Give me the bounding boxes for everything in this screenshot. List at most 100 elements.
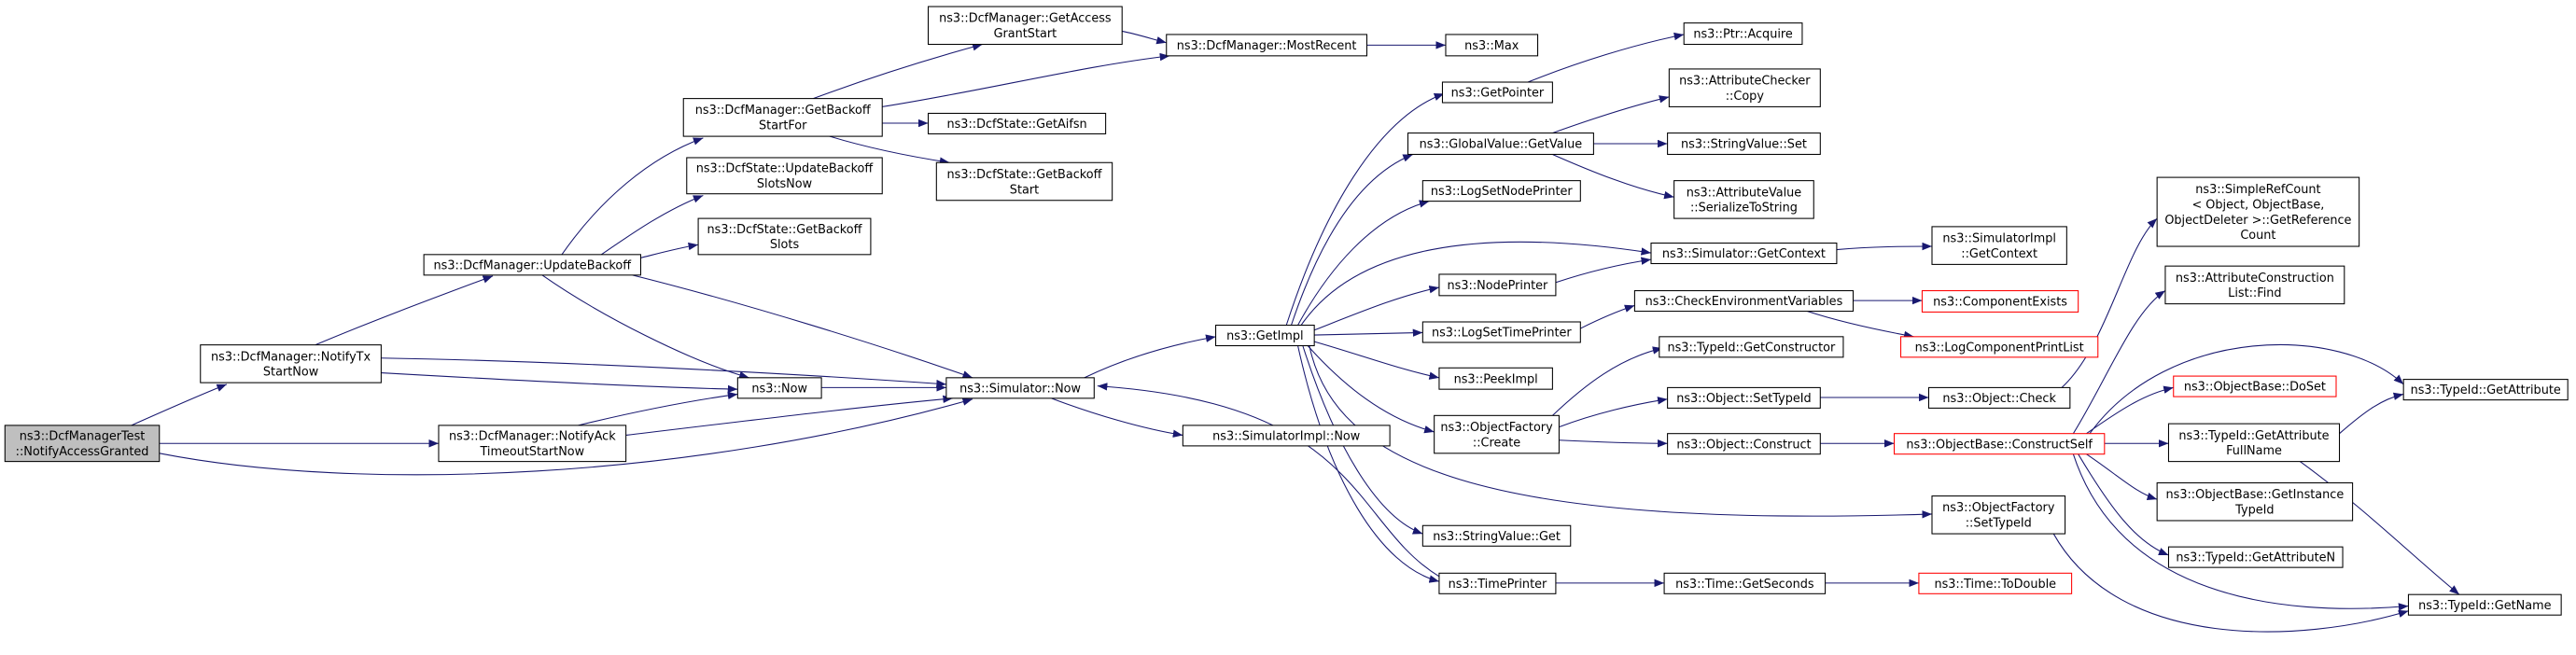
node-ns3-ptr-acquire[interactable]: ns3::Ptr::Acquire (1683, 22, 1803, 46)
node-ns3-getimpl[interactable]: ns3::GetImpl (1215, 324, 1315, 347)
node-ns3-logcomponentprintlist[interactable]: ns3::LogComponentPrintList (1900, 336, 2099, 358)
call-edge (381, 357, 946, 388)
node-label: ns3::StringValue::Get (1433, 530, 1561, 544)
node-label: ns3::DcfManager::UpdateBackoff (434, 258, 633, 272)
node-label: ns3::LogSetNodePrinter (1431, 185, 1573, 199)
node-label: ns3::Object::Check (1942, 392, 2056, 406)
node-box (1683, 22, 1803, 46)
call-edge (1836, 242, 1932, 251)
node-label: ::Copy (1726, 90, 1765, 104)
node-ns3-typeid-getattributen[interactable]: ns3::TypeId::GetAttributeN (2167, 546, 2344, 568)
node-label: StartNow (263, 366, 318, 380)
node-ns3-attributechecker-copy[interactable]: ns3::AttributeChecker::Copy (1668, 68, 1821, 107)
call-edge (381, 372, 738, 394)
call-edge (1051, 397, 1183, 438)
node-label: ::SerializeToString (1690, 202, 1798, 216)
node-box (927, 6, 1123, 46)
node-ns3-dcfmanager-notifyacktimeoutstartnow[interactable]: ns3::DcfManager::NotifyAckTimeoutStartNo… (438, 425, 627, 463)
node-ns3-simplerefcount-object-objectbase-objectdeleter-getreferencecount[interactable]: ns3::SimpleRefCount< Object, ObjectBase,… (2156, 176, 2360, 247)
call-edge (578, 391, 738, 426)
node-ns3-typeid-getconstructor[interactable]: ns3::TypeId::GetConstructor (1659, 336, 1844, 358)
call-edge (2089, 343, 2404, 435)
call-edge (829, 135, 950, 165)
node-ns3-max[interactable]: ns3::Max (1445, 34, 1539, 57)
node-box (200, 344, 382, 383)
node-ns3-dcfstate-getaifsn[interactable]: ns3::DcfState::GetAifsn (927, 112, 1107, 134)
node-ns3-stringvalue-get[interactable]: ns3::StringValue::Get (1421, 524, 1572, 547)
node-ns3-time-getseconds[interactable]: ns3::Time::GetSeconds (1663, 572, 1827, 594)
node-box (1650, 242, 1838, 265)
node-box (1445, 34, 1539, 57)
node-ns3-object-check[interactable]: ns3::Object::Check (1927, 386, 2071, 409)
node-label: FullName (2226, 444, 2282, 458)
node-label: < Object, ObjectBase, (2191, 198, 2324, 212)
node-box (1182, 425, 1391, 447)
node-label: SlotsNow (757, 177, 812, 191)
node-box (1438, 367, 1553, 390)
node-label: ns3::DcfManager::MostRecent (1177, 39, 1357, 53)
node-box (1434, 414, 1560, 454)
node-ns3-objectfactory-settypeid[interactable]: ns3::ObjectFactory::SetTypeId (1931, 495, 2066, 535)
node-ns3-nodeprinter[interactable]: ns3::NodePrinter (1438, 273, 1557, 297)
node-ns3-globalvalue-getvalue[interactable]: ns3::GlobalValue::GetValue (1407, 132, 1594, 155)
node-label: ns3::SimulatorImpl (1942, 232, 2056, 246)
node-box (438, 425, 627, 463)
node-ns3-getpointer[interactable]: ns3::GetPointer (1441, 81, 1553, 104)
call-edge (640, 242, 699, 258)
node-ns3-logsetnodeprinter[interactable]: ns3::LogSetNodePrinter (1421, 180, 1581, 202)
node-ns3-time-todouble[interactable]: ns3::Time::ToDouble (1918, 572, 2073, 594)
node-label: ns3::LogComponentPrintList (1915, 341, 2084, 355)
call-edge (1300, 241, 1652, 326)
node-ns3-simulator-now[interactable]: ns3::Simulator::Now (945, 377, 1095, 399)
call-edge (625, 395, 953, 436)
node-label: ns3::Object::SetTypeId (1676, 392, 1811, 406)
node-ns3-simulatorimpl-getcontext[interactable]: ns3::SimulatorImpl::GetContext (1931, 226, 2067, 265)
node-ns3-stringvalue-set[interactable]: ns3::StringValue::Set (1667, 132, 1821, 155)
node-ns3-checkenvironmentvariables[interactable]: ns3::CheckEnvironmentVariables (1633, 290, 1855, 313)
node-ns3-attributevalue-serializetostring[interactable]: ns3::AttributeValue::SerializeToString (1673, 180, 1814, 219)
node-ns3-objectfactory-create[interactable]: ns3::ObjectFactory::Create (1434, 414, 1560, 454)
node-box (1927, 386, 2071, 409)
node-box (2156, 176, 2360, 247)
node-ns3-simulatorimpl-now[interactable]: ns3::SimulatorImpl::Now (1182, 425, 1391, 447)
node-ns3-timeprinter[interactable]: ns3::TimePrinter (1438, 572, 1557, 594)
node-box (1438, 572, 1557, 594)
node-ns3-dcfmanager-mostrecent[interactable]: ns3::DcfManager::MostRecent (1166, 34, 1368, 57)
node-ns3-peekimpl[interactable]: ns3::PeekImpl (1438, 367, 1553, 390)
node-ns3-typeid-getattribute[interactable]: ns3::TypeId::GetAttribute (2402, 379, 2569, 401)
node-label: ns3::DcfManagerTest (20, 430, 146, 444)
node-ns3-objectbase-constructself[interactable]: ns3::ObjectBase::ConstructSelf (1893, 433, 2106, 455)
node-ns3-logsettimeprinter[interactable]: ns3::LogSetTimePrinter (1421, 321, 1581, 343)
node-ns3-object-settypeid[interactable]: ns3::Object::SetTypeId (1667, 386, 1821, 409)
node-box (1663, 572, 1827, 594)
node-ns3-simulator-getcontext[interactable]: ns3::Simulator::GetContext (1650, 242, 1838, 265)
call-edge (813, 43, 983, 100)
node-ns3-object-construct[interactable]: ns3::Object::Construct (1667, 433, 1821, 455)
node-label: Count (2240, 229, 2275, 243)
node-label: ::Create (1473, 436, 1520, 450)
node-ns3-now[interactable]: ns3::Now (736, 377, 822, 399)
call-edge (632, 274, 973, 379)
node-ns3-componentexists[interactable]: ns3::ComponentExists (1921, 290, 2079, 313)
node-label: ns3::Time::GetSeconds (1675, 578, 1814, 592)
node-ns3-objectbase-doset[interactable]: ns3::ObjectBase::DoSet (2173, 375, 2337, 397)
node-label: ns3::AttributeValue (1687, 186, 1802, 200)
call-edge (1084, 334, 1216, 379)
node-label: ns3::AttributeConstruction (2176, 272, 2334, 286)
node-label: ns3::SimpleRefCount (2195, 183, 2320, 197)
node-ns3-dcfmanager-updatebackoff[interactable]: ns3::DcfManager::UpdateBackoff (423, 254, 642, 276)
call-edge (1307, 345, 1435, 434)
node-label: ns3::Ptr::Acquire (1693, 28, 1793, 42)
node-ns3-typeid-getname[interactable]: ns3::TypeId::GetName (2407, 593, 2562, 616)
node-label: ns3::DcfManager::NotifyAck (449, 430, 616, 444)
call-edge (1302, 345, 1423, 535)
